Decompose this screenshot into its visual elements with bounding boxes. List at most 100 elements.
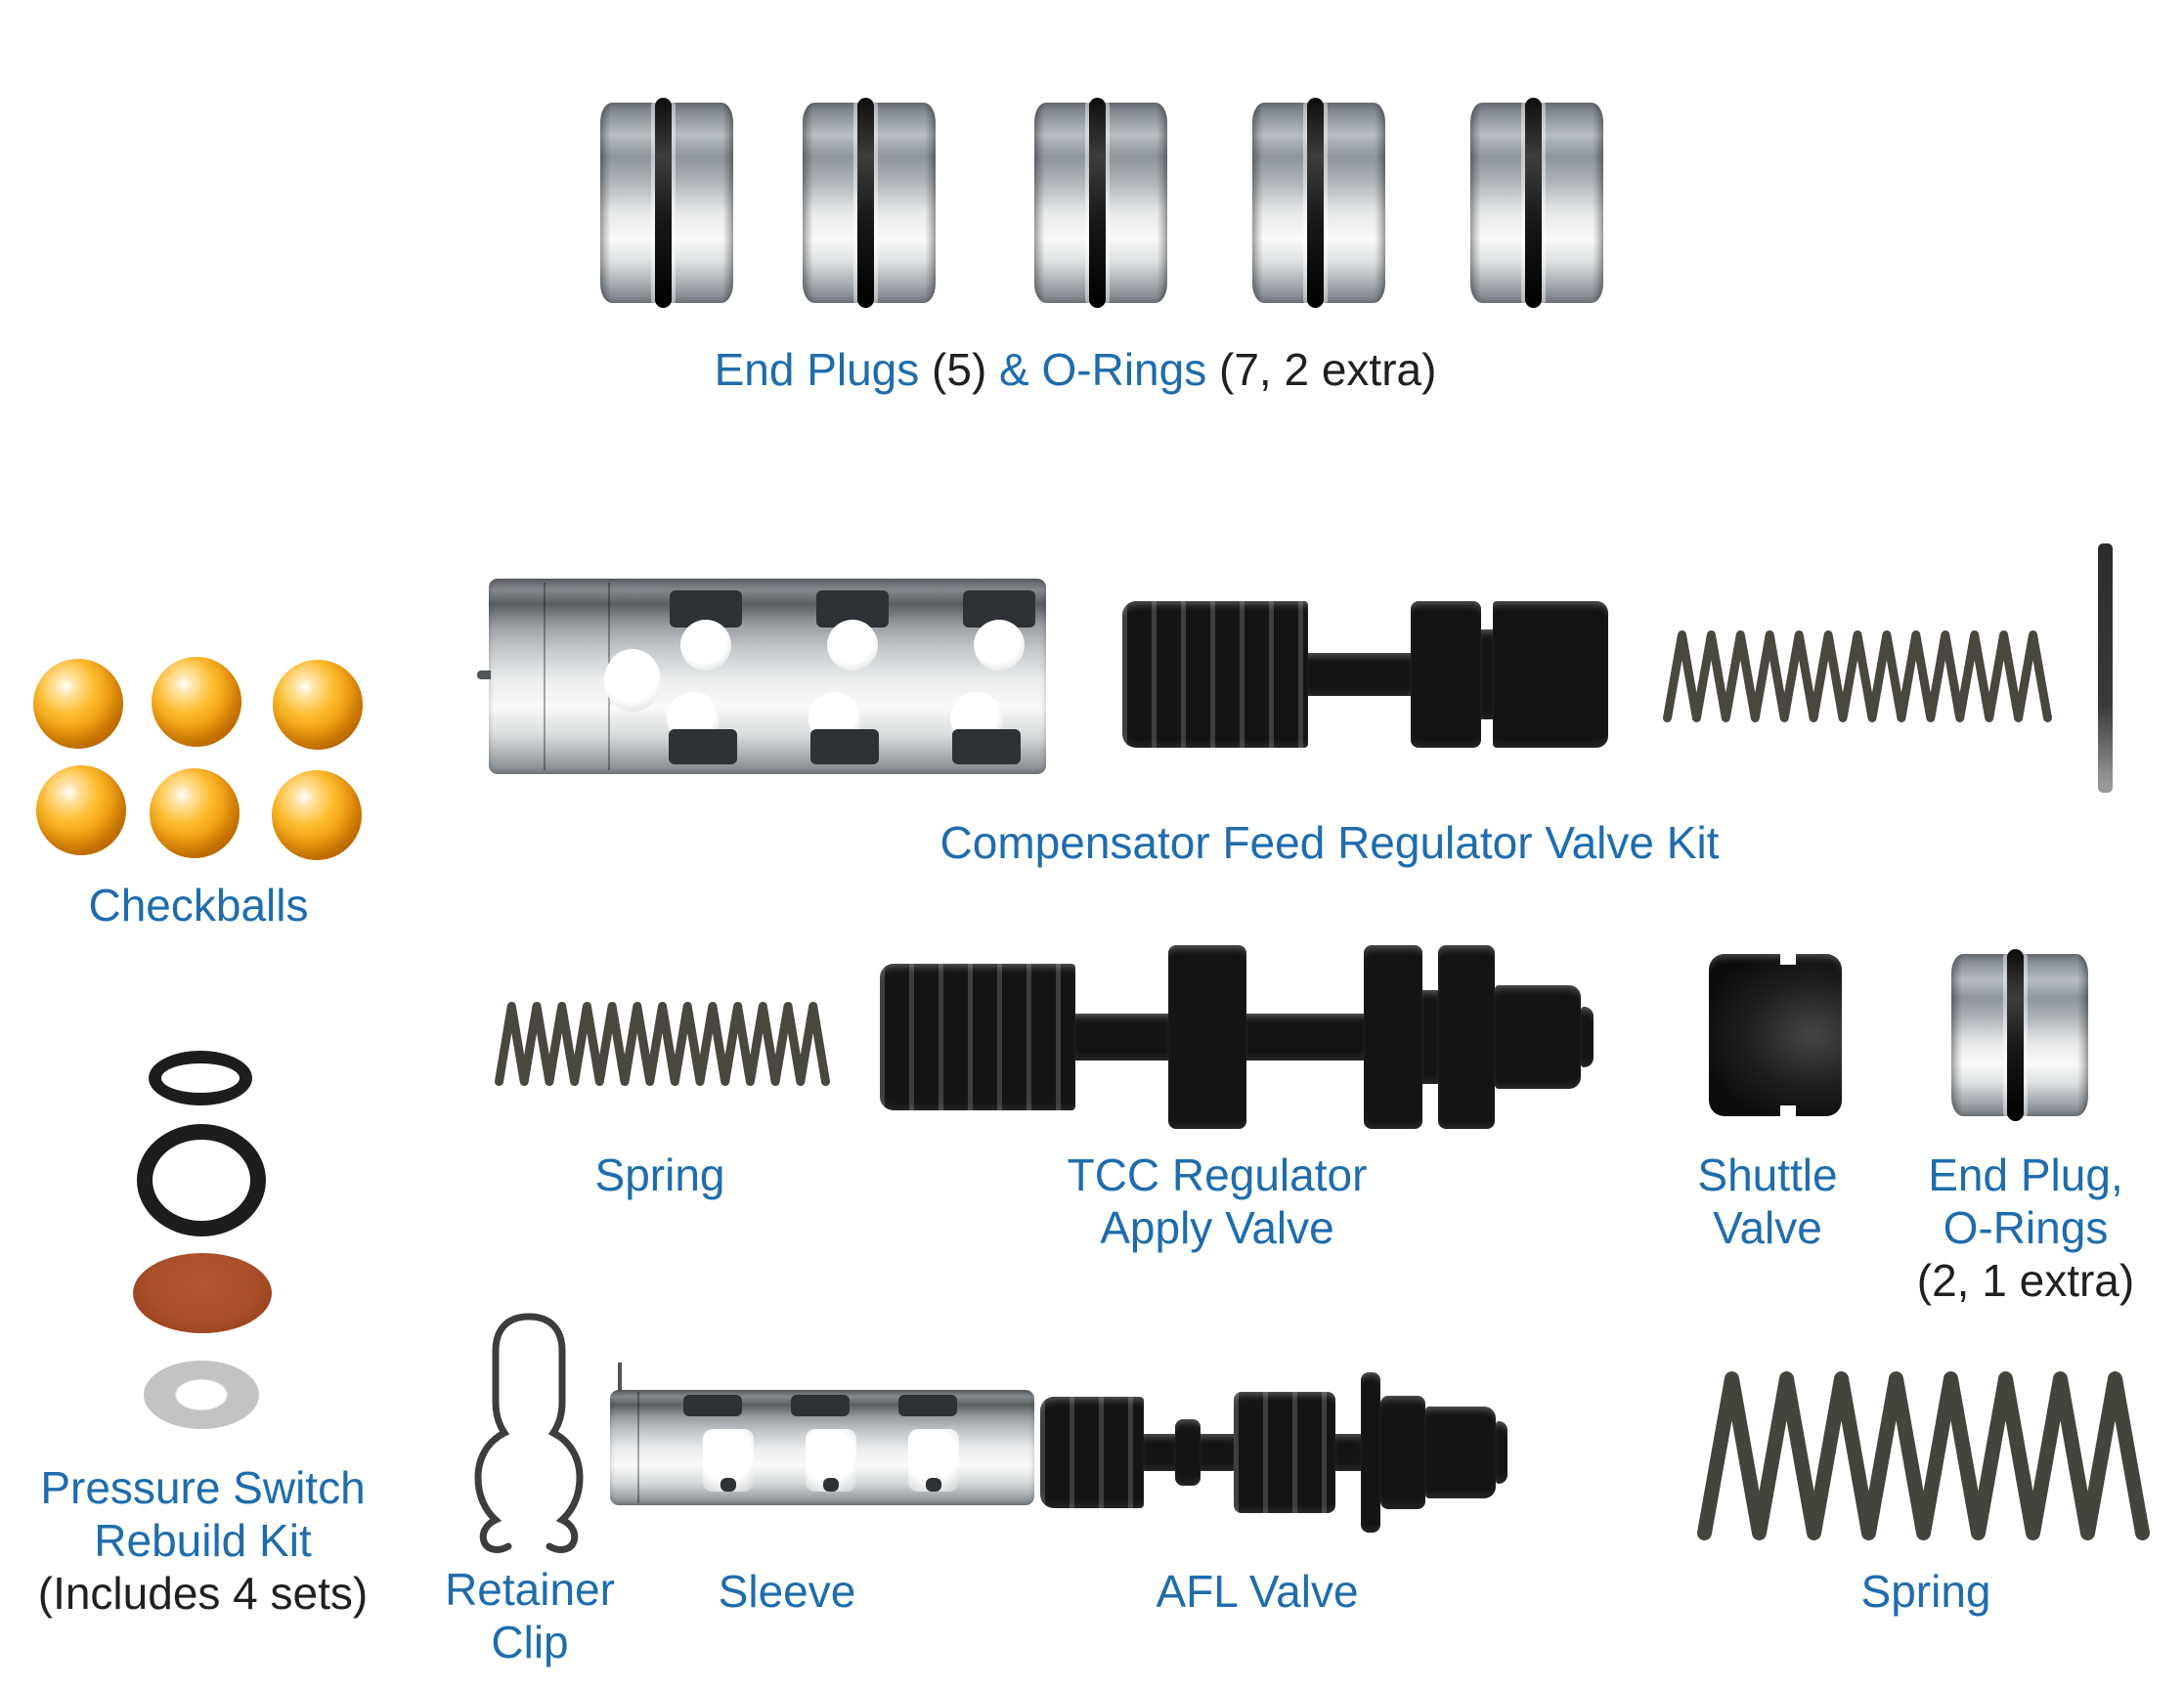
sleeve-hole xyxy=(680,620,731,671)
sleeve-slot xyxy=(952,729,1021,764)
valve-collar xyxy=(1175,1419,1201,1486)
coil-spring xyxy=(495,1002,830,1086)
valve-stem xyxy=(1246,1014,1364,1061)
compensator-valve xyxy=(1122,601,1608,748)
valve-end-nub xyxy=(1581,1007,1594,1067)
retainer-label-line2: Clip xyxy=(491,1616,569,1667)
sleeve-slot xyxy=(810,729,879,764)
sleeve-slot xyxy=(721,1478,736,1492)
sleeve-hole xyxy=(974,620,1025,671)
sleeve-slot xyxy=(823,1478,839,1492)
shuttle-notch xyxy=(1780,952,1797,965)
shuttle-notch xyxy=(1780,1105,1797,1118)
end-plug-small xyxy=(1951,949,2088,1121)
large-o-ring xyxy=(137,1124,266,1236)
end-plugs-label-blue: End Plugs xyxy=(714,344,920,395)
o-rings-label-blue: & O-Rings xyxy=(999,344,1207,395)
compensator-kit-label: Compensator Feed Regulator Valve Kit xyxy=(939,817,1720,868)
bottom-sleeve xyxy=(610,1363,1034,1505)
bottom-spring-label: Spring xyxy=(1860,1566,1991,1617)
sleeve-slot xyxy=(669,729,737,764)
valve-stem xyxy=(1144,1434,1175,1471)
end-plug-label-line2: O-Rings xyxy=(1943,1201,2109,1253)
tcc-valve-label: TCC Regulator Apply Valve xyxy=(1022,1149,1413,1255)
psk-qty-note: (Includes 4 sets) xyxy=(37,1567,369,1619)
coil-spring xyxy=(1697,1371,2150,1540)
valve-hub xyxy=(1380,1396,1425,1509)
valve-land xyxy=(880,964,1075,1110)
tcc-label-line2: Apply Valve xyxy=(1100,1201,1334,1253)
pin xyxy=(2098,543,2113,793)
psk-label-line2: Rebuild Kit xyxy=(94,1514,312,1566)
sleeve-pin-tab xyxy=(618,1363,622,1392)
end-plug-orings-label: End Plug, O-Rings (2, 1 extra) xyxy=(1908,1149,2143,1307)
o-rings-qty: (7, 2 extra) xyxy=(1206,344,1437,395)
o-ring xyxy=(856,98,874,308)
sleeve-hole xyxy=(827,620,878,671)
o-ring xyxy=(2007,949,2025,1121)
mid-spring-label: Spring xyxy=(594,1149,725,1200)
end-plug xyxy=(600,98,733,308)
o-ring xyxy=(1306,98,1324,308)
valve-disc xyxy=(1364,945,1422,1129)
sleeve-slot xyxy=(683,1395,742,1416)
checkball xyxy=(272,770,362,860)
sleeve-pin-tab xyxy=(477,671,491,679)
shuttle-valve xyxy=(1709,952,1842,1118)
compensator-sleeve xyxy=(477,579,1046,774)
end-plug xyxy=(1252,98,1385,308)
o-ring xyxy=(1088,98,1106,308)
valve-stem xyxy=(1335,1434,1361,1471)
end-plug-label-line1: End Plug, xyxy=(1928,1149,2123,1200)
sleeve-hole xyxy=(604,649,661,712)
washer xyxy=(144,1361,259,1429)
valve-cylinder xyxy=(1425,1407,1496,1498)
afl-valve-label: AFL Valve xyxy=(1156,1566,1359,1617)
shuttle-valve-label: Shuttle Valve xyxy=(1684,1149,1851,1255)
checkball xyxy=(152,657,241,747)
o-ring xyxy=(654,98,672,308)
retainer-label-line1: Retainer xyxy=(445,1564,615,1615)
checkball xyxy=(273,660,363,750)
valve-land xyxy=(1411,601,1481,748)
retainer-clip-label: Retainer Clip xyxy=(442,1564,618,1669)
checkballs-label: Checkballs xyxy=(88,880,309,931)
shuttle-label-line1: Shuttle xyxy=(1697,1149,1838,1200)
small-o-ring xyxy=(149,1051,252,1105)
valve-flange-disc xyxy=(1361,1372,1380,1533)
sleeve-slot xyxy=(898,1395,957,1416)
end-plug xyxy=(1034,98,1167,308)
pressure-switch-kit-label: Pressure Switch Rebuild Kit (Includes 4 … xyxy=(0,1462,406,1620)
end-plugs-label: End Plugs (5) & O-Rings (7, 2 extra) xyxy=(489,344,1662,397)
end-plug xyxy=(1470,98,1603,308)
psk-label-line1: Pressure Switch xyxy=(40,1462,366,1513)
checkball xyxy=(33,659,123,749)
checkball xyxy=(150,768,240,858)
diaphragm-seal xyxy=(133,1253,272,1333)
bottom-sleeve-label: Sleeve xyxy=(718,1566,856,1617)
valve-land xyxy=(1122,601,1308,748)
valve-groove xyxy=(1422,990,1438,1084)
sleeve-slot xyxy=(791,1395,850,1416)
valve-land xyxy=(1493,601,1608,748)
coil-spring xyxy=(1663,630,2052,722)
shuttle-label-line2: Valve xyxy=(1713,1201,1822,1253)
valve-groove xyxy=(1481,629,1493,719)
afl-valve xyxy=(1040,1368,1519,1537)
sleeve-slot xyxy=(926,1478,941,1492)
valve-stem xyxy=(1201,1434,1234,1471)
valve-disc xyxy=(1168,945,1246,1129)
valve-land xyxy=(1495,985,1581,1089)
tcc-label-line1: TCC Regulator xyxy=(1067,1149,1368,1200)
end-plug xyxy=(803,98,936,308)
end-plugs-qty: (5) xyxy=(919,344,1000,395)
valve-stem xyxy=(1075,1014,1168,1061)
tcc-regulator-apply-valve xyxy=(880,942,1594,1132)
o-ring xyxy=(1524,98,1542,308)
retainer-clip xyxy=(474,1313,584,1553)
valve-land xyxy=(1040,1397,1144,1508)
valve-disc xyxy=(1438,945,1495,1129)
checkball xyxy=(36,765,126,855)
sleeve-seam xyxy=(544,583,546,770)
